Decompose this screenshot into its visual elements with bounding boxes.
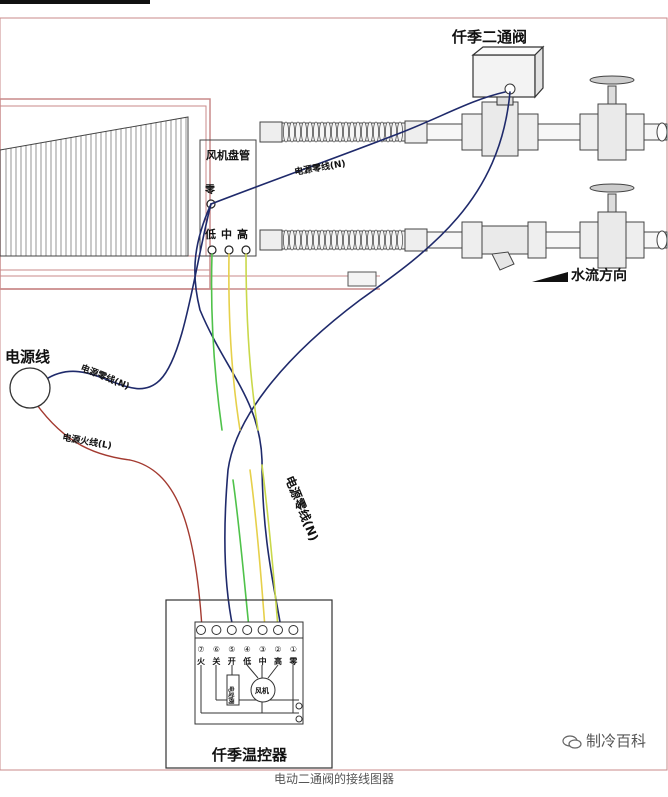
terminal-number: ②	[274, 645, 281, 654]
terminal-number: ③	[259, 645, 266, 654]
lower-pipe-assembly	[259, 183, 668, 271]
low-terminal	[207, 245, 217, 255]
watermark-text: 制冷百科	[585, 732, 646, 750]
coil-fins	[5, 117, 187, 256]
terminal-name: 开	[228, 657, 236, 666]
flex-hose-upper	[281, 121, 406, 143]
terminal-screw	[226, 625, 237, 635]
terminal-name: 关	[212, 656, 220, 666]
terminal-number: ⑥	[213, 645, 220, 654]
terminal-screw	[196, 625, 206, 635]
electric-two-way-valve	[471, 45, 545, 106]
terminal-screw	[257, 625, 268, 635]
terminal-name: 火	[197, 657, 206, 666]
flow-direction-label: 水流方向	[571, 267, 627, 284]
wire-neutral-power	[44, 203, 212, 390]
flow-arrow	[532, 272, 568, 282]
power-cord-plug	[9, 367, 51, 409]
zero-terminal-label: 零	[204, 183, 216, 196]
wire-live	[29, 394, 203, 629]
speed-high-label: 高	[237, 227, 248, 241]
terminal-screw	[273, 625, 283, 635]
terminal-strip: ⑦ 火⑥ 关⑤ 开④ 低③ 中② 高① 零	[196, 625, 299, 666]
drain-pipe	[347, 271, 377, 287]
flex-hose-lower	[281, 229, 406, 251]
wire-neutral-to-thermostat	[194, 203, 282, 629]
wire-neutral-to-valve	[210, 91, 506, 205]
speed-mid-label: 中	[221, 227, 232, 241]
coil-label: 风机盘管	[206, 148, 250, 162]
figure-caption: 电动二通阀的接线图器	[273, 772, 394, 786]
mid-terminal	[224, 245, 234, 255]
terminal-name: 低	[242, 656, 251, 666]
terminal-name: 高	[274, 656, 282, 666]
speed-low-label: 低	[204, 227, 216, 241]
terminal-number: ④	[244, 645, 251, 654]
y-strainer	[491, 251, 515, 271]
thermostat-title: 仟季温控器	[211, 746, 288, 764]
terminal-screw	[242, 625, 253, 635]
wire-high-speed	[245, 253, 279, 629]
wires	[29, 91, 511, 629]
terminal-number: ①	[290, 645, 297, 654]
terminal-name: 中	[259, 656, 267, 666]
valve-handwheel-bottom	[589, 183, 635, 193]
neutral-label-left: 电源零线(N)	[79, 362, 131, 393]
wire-mid-speed	[228, 253, 266, 629]
neutral-label-mid: 电源零线(N)	[282, 474, 322, 544]
valve-box-label: 电动阀	[227, 686, 235, 704]
wechat-icon	[562, 734, 582, 749]
terminal-number: ⑤	[228, 645, 235, 654]
outer-frame	[0, 17, 668, 771]
high-terminal	[241, 245, 251, 255]
fan-component	[250, 677, 276, 703]
fan-box-label: 风机	[255, 686, 269, 695]
terminal-number: ⑦	[197, 645, 204, 654]
terminal-name: 零	[288, 656, 298, 666]
power-cord-label: 电源线	[5, 348, 50, 366]
thermostat: ⑦ 火⑥ 关⑤ 开④ 低③ 中② 高① 零	[165, 599, 333, 769]
terminal-screw	[288, 625, 299, 635]
wire-low-speed	[210, 253, 250, 629]
valve-component	[226, 674, 240, 706]
watermark: 制冷百科	[562, 730, 646, 751]
wire-valve-to-thermostat	[224, 91, 511, 629]
upper-pipe-assembly	[259, 75, 668, 161]
valve-handwheel-top	[589, 75, 635, 85]
valve-title: 仟季二通阀	[451, 28, 527, 46]
fan-coil-unit	[0, 98, 380, 290]
terminal-screw	[211, 625, 222, 635]
neutral-label-top: 电源零线(N)	[293, 157, 346, 178]
